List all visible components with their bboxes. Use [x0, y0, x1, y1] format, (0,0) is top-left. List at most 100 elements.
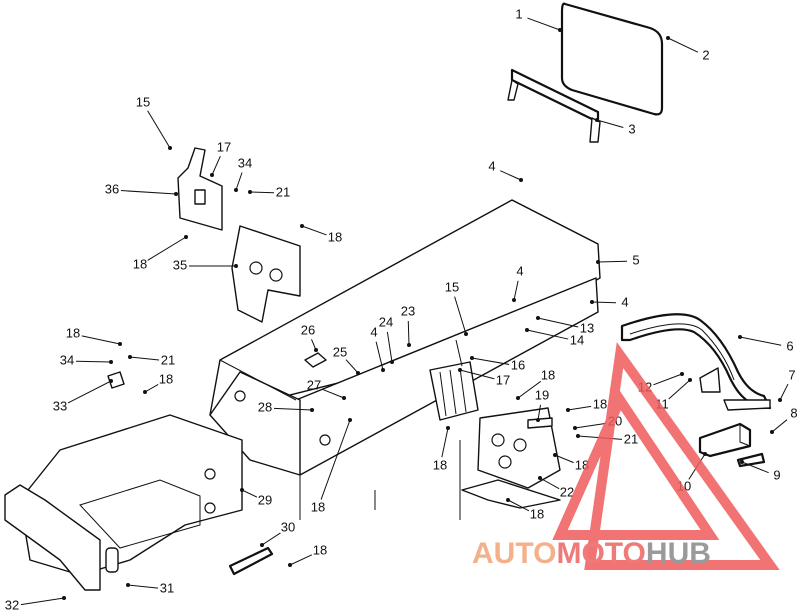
leader-dot	[576, 434, 580, 438]
callout-c5: 5	[596, 252, 640, 267]
callout-number: 26	[301, 322, 315, 337]
leader-dot	[778, 398, 782, 402]
leader-line	[597, 260, 628, 263]
callout-c36: 36	[105, 181, 178, 196]
callout-c26: 26	[301, 322, 318, 352]
leader-dot	[234, 264, 238, 268]
leader-line	[301, 225, 327, 236]
callout-number: 35	[173, 257, 187, 272]
callout-number: 18	[593, 396, 607, 411]
callout-c9: 9	[740, 460, 781, 482]
callout-c21c: 21	[128, 352, 175, 367]
leader-line	[144, 384, 159, 393]
callout-c18j: 18	[143, 371, 173, 394]
callout-number: 4	[621, 294, 628, 309]
callout-number: 31	[160, 580, 174, 595]
leader-line	[249, 191, 275, 194]
part-20-bracket	[477, 407, 561, 489]
callout-c18i: 18	[66, 325, 122, 346]
leader-dot	[553, 453, 557, 457]
leader-dot	[573, 426, 577, 430]
callout-number: 18	[313, 542, 327, 557]
leader-line	[75, 360, 112, 363]
callout-c18g: 18	[506, 498, 544, 521]
callout-number: 22	[560, 484, 574, 499]
watermark-triangle-icon	[552, 341, 780, 570]
leader-line	[407, 320, 410, 346]
leader-dot	[174, 192, 178, 196]
leader-dot	[109, 379, 113, 383]
callout-number: 17	[217, 139, 231, 154]
callout-c18e: 18	[433, 426, 450, 472]
callout-number: 18	[159, 371, 173, 386]
callout-number: 4	[488, 158, 495, 173]
callout-number: 32	[5, 597, 19, 612]
callout-number: 18	[433, 457, 447, 472]
callout-number: 18	[311, 499, 325, 514]
leader-line	[129, 356, 160, 361]
callout-c18a: 18	[300, 224, 342, 244]
leader-line	[537, 404, 542, 421]
callout-c4c: 4	[590, 294, 629, 309]
callout-number: 5	[632, 252, 639, 267]
part-35-bracket	[231, 225, 301, 323]
callout-c1: 1	[515, 6, 562, 32]
callout-c33: 33	[53, 379, 113, 413]
callout-c7: 7	[778, 367, 796, 402]
callout-c34a: 34	[234, 155, 252, 192]
leader-dot	[770, 430, 774, 434]
leader-dot	[143, 390, 147, 394]
leader-dot	[595, 118, 599, 122]
callout-c34b: 34	[60, 352, 113, 367]
leader-line	[554, 454, 574, 464]
leader-line	[539, 477, 560, 490]
leader-dot	[470, 356, 474, 360]
leader-line	[147, 236, 187, 261]
callout-number: 15	[136, 94, 150, 109]
callout-c24: 24	[379, 314, 394, 364]
part-1-plate	[560, 2, 664, 116]
callout-c31: 31	[126, 580, 174, 595]
leader-dot	[740, 460, 744, 464]
leader-dot	[184, 235, 188, 239]
leader-line	[386, 331, 393, 363]
callout-number: 19	[535, 387, 549, 402]
callout-c4a: 4	[488, 158, 523, 182]
callout-c3: 3	[595, 118, 636, 136]
callout-c15a: 15	[136, 94, 172, 150]
leader-dot	[210, 173, 214, 177]
callout-number: 16	[511, 357, 525, 372]
leader-dot	[109, 360, 113, 364]
leader-dot	[342, 396, 346, 400]
leader-line	[345, 359, 359, 374]
callout-number: 18	[133, 256, 147, 271]
leader-dot	[390, 360, 394, 364]
callout-number: 4	[516, 263, 523, 278]
callout-c35: 35	[173, 257, 238, 272]
leader-line	[526, 329, 569, 340]
leader-dot	[458, 368, 462, 372]
leader-dot	[260, 543, 264, 547]
leader-line	[459, 369, 495, 380]
part-22-bracket	[461, 479, 561, 509]
leader-line	[375, 341, 384, 371]
part-29-tub	[4, 414, 243, 591]
leader-line	[211, 156, 221, 176]
callout-number: 4	[370, 324, 377, 339]
leader-line	[574, 422, 607, 429]
leader-dot	[310, 408, 314, 412]
leader-line	[500, 170, 522, 181]
leader-dot	[536, 418, 540, 422]
callout-c23: 23	[401, 303, 415, 347]
callout-number: 25	[333, 344, 347, 359]
leader-line	[147, 110, 171, 149]
callout-c18c: 18	[516, 367, 555, 400]
leader-dot	[590, 300, 594, 304]
part-33-bracket	[107, 371, 125, 389]
leader-line	[273, 407, 313, 411]
callout-c4b: 4	[512, 263, 524, 302]
leader-line	[120, 190, 177, 195]
callout-c17b: 17	[458, 368, 510, 387]
leader-dot	[128, 355, 132, 359]
